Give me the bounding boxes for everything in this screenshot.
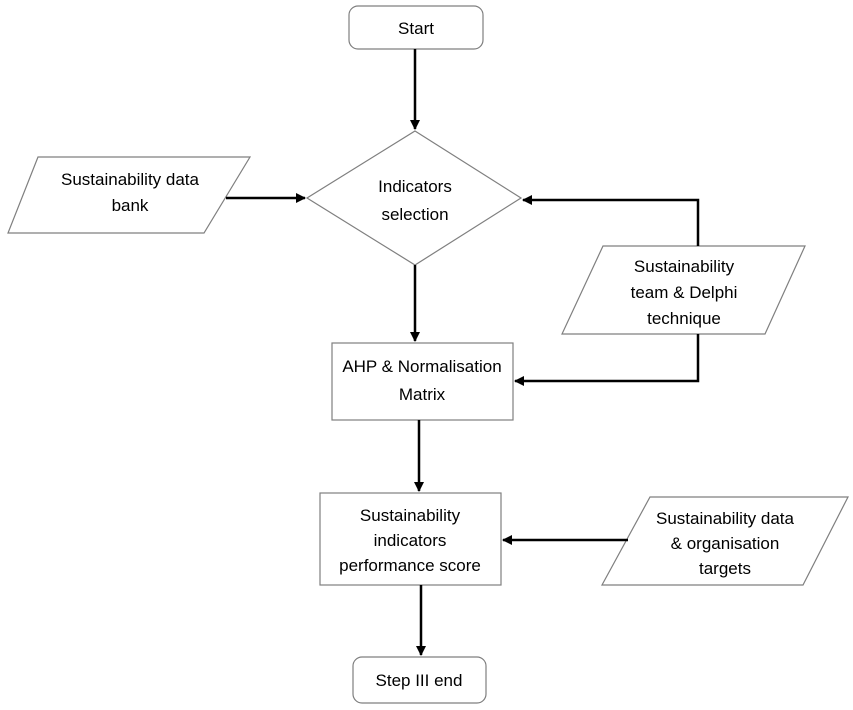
performance-score-label-3: performance score [339, 556, 481, 575]
performance-score-label-1: Sustainability [360, 506, 461, 525]
end-label: Step III end [376, 671, 463, 690]
team-delphi-label-2: team & Delphi [631, 283, 738, 302]
start-node: Start [348, 5, 484, 50]
performance-score-node: Sustainability indicators performance sc… [319, 492, 502, 586]
team-delphi-label-3: technique [647, 309, 721, 328]
arrow-team-to-ahp [514, 334, 700, 386]
data-bank-label-1: Sustainability data [61, 170, 200, 189]
start-label: Start [398, 19, 434, 38]
performance-score-label-2: indicators [374, 531, 447, 550]
indicators-selection-node: Indicators selection [305, 130, 523, 266]
data-targets-label-1: Sustainability data [656, 509, 795, 528]
team-delphi-node: Sustainability team & Delphi technique [561, 245, 806, 335]
indicators-selection-label-2: selection [381, 205, 448, 224]
ahp-matrix-label-1: AHP & Normalisation [342, 357, 501, 376]
ahp-matrix-label-2: Matrix [399, 385, 446, 404]
indicators-selection-label-1: Indicators [378, 177, 452, 196]
arrow-team-to-selection [522, 195, 700, 246]
data-targets-node: Sustainability data & organisation targe… [600, 496, 849, 586]
data-targets-label-2: & organisation [671, 534, 780, 553]
data-bank-label-2: bank [112, 196, 149, 215]
end-node: Step III end [352, 656, 487, 704]
team-delphi-label-1: Sustainability [634, 257, 735, 276]
data-bank-node: Sustainability data bank [7, 156, 252, 234]
data-targets-label-3: targets [699, 559, 751, 578]
ahp-matrix-node: AHP & Normalisation Matrix [331, 342, 514, 421]
